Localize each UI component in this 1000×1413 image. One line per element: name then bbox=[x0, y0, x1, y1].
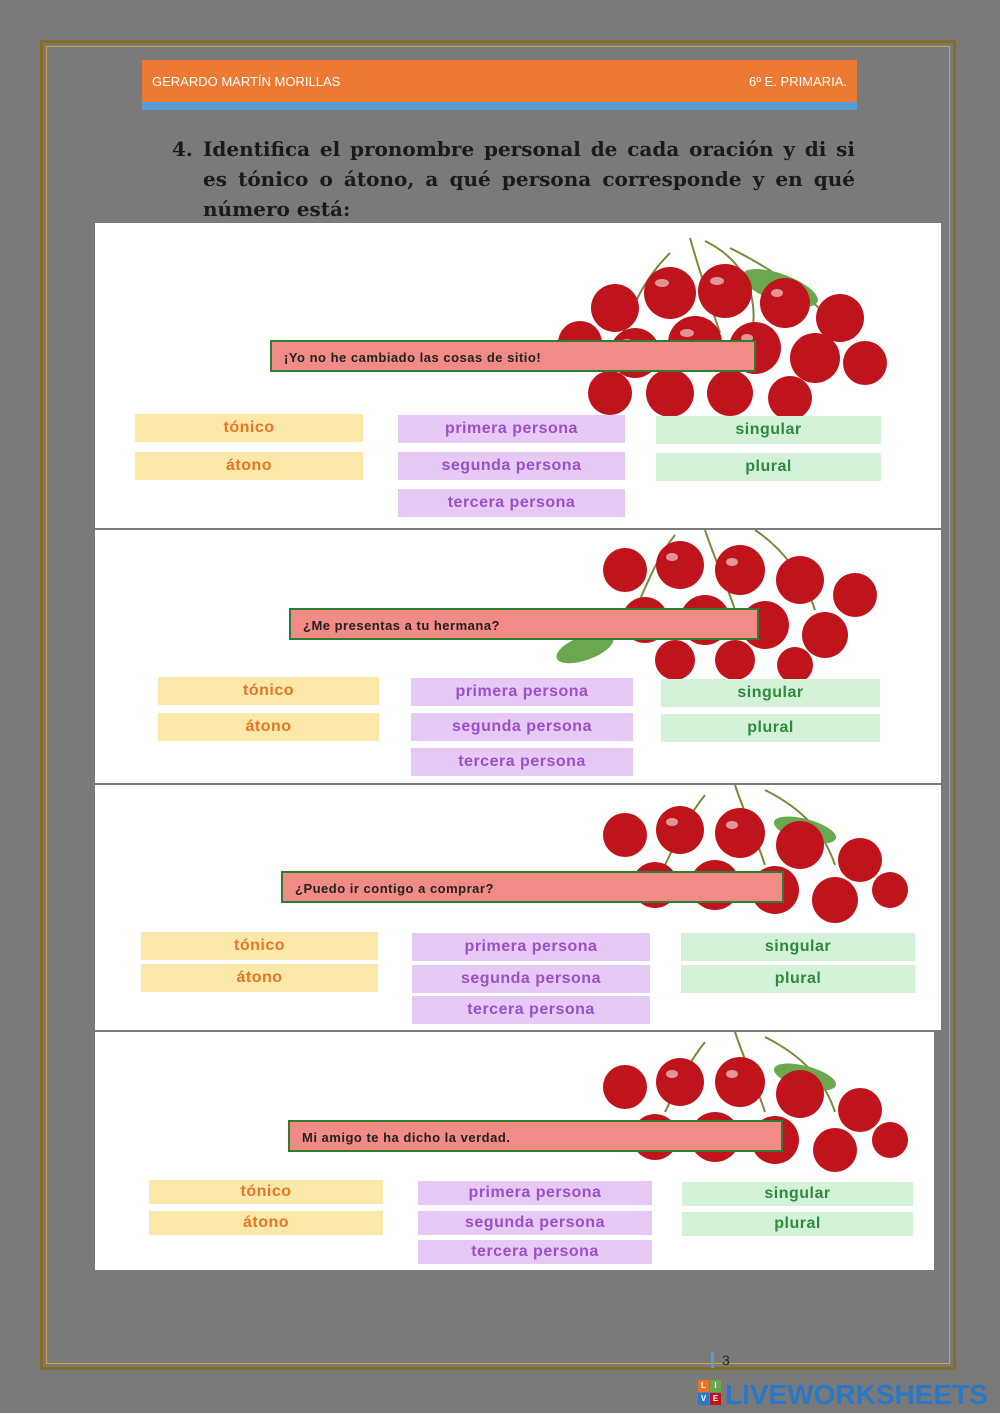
option-primera-persona[interactable]: primera persona bbox=[411, 678, 633, 706]
option-segunda-persona[interactable]: segunda persona bbox=[411, 713, 633, 741]
logo-letter-e: E bbox=[710, 1393, 721, 1405]
sentence-box: ¿Me presentas a tu hermana? bbox=[289, 608, 759, 640]
logo-letter-l: L bbox=[698, 1380, 709, 1392]
exercise-number: 4. bbox=[172, 137, 193, 161]
option-primera-persona[interactable]: primera persona bbox=[418, 1181, 652, 1205]
page-number-mark bbox=[711, 1352, 714, 1368]
header-bar: GERARDO MARTÍN MORILLAS 6º E. PRIMARIA. bbox=[142, 60, 857, 102]
exercise-panel-2: ¿Me presentas a tu hermana? tónico átono… bbox=[95, 530, 941, 783]
sentence-box: ¡Yo no he cambiado las cosas de sitio! bbox=[270, 340, 756, 372]
option-segunda-persona[interactable]: segunda persona bbox=[398, 452, 625, 480]
option-segunda-persona[interactable]: segunda persona bbox=[418, 1211, 652, 1235]
option-plural[interactable]: plural bbox=[661, 714, 880, 742]
option-plural[interactable]: plural bbox=[682, 1212, 913, 1236]
option-plural[interactable]: plural bbox=[681, 965, 915, 993]
option-singular[interactable]: singular bbox=[682, 1182, 913, 1206]
header-course: 6º E. PRIMARIA. bbox=[749, 74, 847, 89]
logo-letter-v: V bbox=[698, 1393, 709, 1405]
liveworksheets-logo-icon: L I V E bbox=[698, 1380, 722, 1406]
exercise-panel-3: ¿Puedo ir contigo a comprar? tónico áton… bbox=[95, 785, 941, 1030]
page-frame bbox=[40, 40, 956, 1370]
option-tonico[interactable]: tónico bbox=[141, 932, 378, 960]
header-author: GERARDO MARTÍN MORILLAS bbox=[152, 74, 341, 89]
cherries-image bbox=[558, 237, 887, 420]
option-tonico[interactable]: tónico bbox=[149, 1180, 383, 1204]
cherries-image bbox=[556, 530, 877, 680]
option-tercera-persona[interactable]: tercera persona bbox=[418, 1240, 652, 1264]
exercise-panel-1: ¡Yo no he cambiado las cosas de sitio! t… bbox=[95, 223, 941, 528]
option-tonico[interactable]: tónico bbox=[158, 677, 379, 705]
logo-letter-i: I bbox=[710, 1380, 721, 1392]
option-singular[interactable]: singular bbox=[656, 416, 881, 444]
cherries-image bbox=[603, 785, 908, 923]
option-atono[interactable]: átono bbox=[158, 713, 379, 741]
brand-name: LIVEWORKSHEETS bbox=[725, 1379, 988, 1410]
page-number: 3 bbox=[722, 1352, 730, 1368]
option-segunda-persona[interactable]: segunda persona bbox=[412, 965, 650, 993]
option-singular[interactable]: singular bbox=[681, 933, 915, 961]
option-primera-persona[interactable]: primera persona bbox=[398, 415, 625, 443]
option-tonico[interactable]: tónico bbox=[135, 414, 363, 442]
option-atono[interactable]: átono bbox=[149, 1211, 383, 1235]
option-tercera-persona[interactable]: tercera persona bbox=[412, 996, 650, 1024]
cherries-image bbox=[603, 1032, 908, 1172]
exercise-text: Identifica el pronombre personal de cada… bbox=[203, 137, 855, 221]
option-tercera-persona[interactable]: tercera persona bbox=[411, 748, 633, 776]
option-atono[interactable]: átono bbox=[141, 964, 378, 992]
sentence-box: ¿Puedo ir contigo a comprar? bbox=[281, 871, 784, 903]
sentence-box: Mi amigo te ha dicho la verdad. bbox=[288, 1120, 783, 1152]
header-accent-line bbox=[142, 102, 857, 110]
option-plural[interactable]: plural bbox=[656, 453, 881, 481]
option-primera-persona[interactable]: primera persona bbox=[412, 933, 650, 961]
option-atono[interactable]: átono bbox=[135, 452, 363, 480]
option-tercera-persona[interactable]: tercera persona bbox=[398, 489, 625, 517]
exercise-panel-4: Mi amigo te ha dicho la verdad. tónico á… bbox=[95, 1032, 934, 1270]
option-singular[interactable]: singular bbox=[661, 679, 880, 707]
